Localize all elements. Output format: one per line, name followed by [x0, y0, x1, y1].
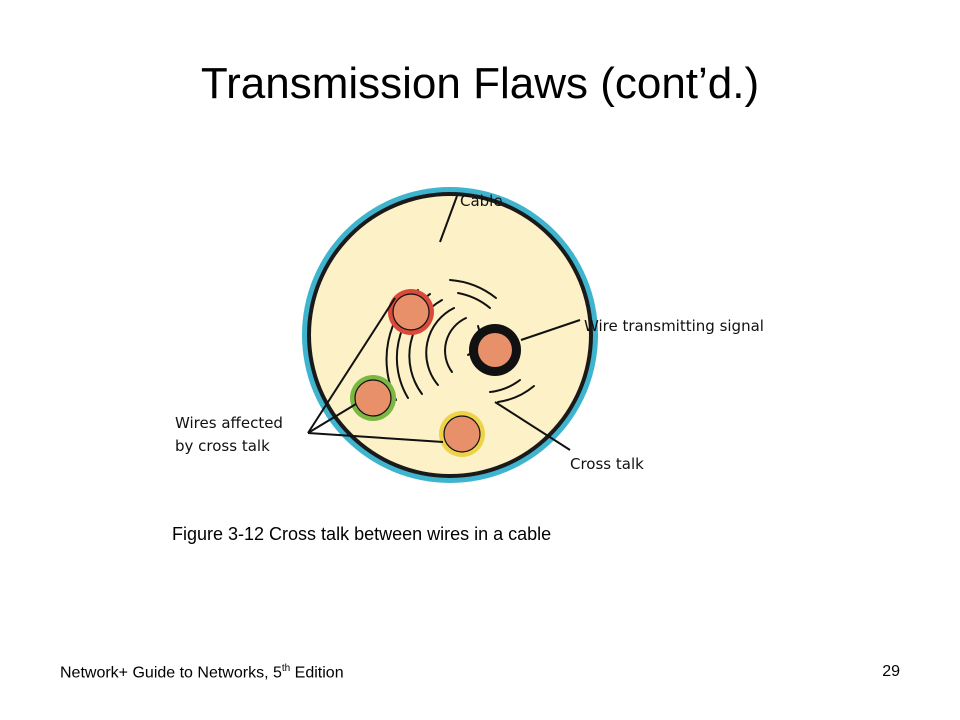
footer-book-suffix: Edition [290, 664, 344, 682]
label-wire-transmitting: Wire transmitting signal [584, 317, 764, 335]
label-cross-talk: Cross talk [570, 455, 644, 473]
slide-title: Transmission Flaws (cont’d.) [200, 59, 760, 108]
wire-red [388, 289, 434, 335]
wire-yellow [439, 411, 485, 457]
cable-cross-section-diagram: Cable Wire transmitting signal Wires aff… [175, 187, 764, 483]
wire-green [350, 375, 396, 421]
footer-book-sup: th [281, 663, 291, 674]
label-wires-affected-line2: by cross talk [175, 437, 270, 455]
page-number: 29 [882, 663, 900, 680]
leader-lines [307, 195, 581, 451]
wire-transmitting-signal [469, 324, 521, 376]
footer-book-prefix: Network+ Guide to Networks, 5 [60, 664, 282, 682]
label-cable: Cable [460, 192, 503, 210]
cross-talk-figure: Cable Wire transmitting signal Wires aff… [160, 180, 800, 500]
footer-book-title: Network+ Guide to Networks, 5th Edition [60, 663, 344, 682]
figure-caption: Figure 3-12 Cross talk between wires in … [172, 524, 552, 544]
label-wires-affected-line1: Wires affected [175, 414, 283, 432]
